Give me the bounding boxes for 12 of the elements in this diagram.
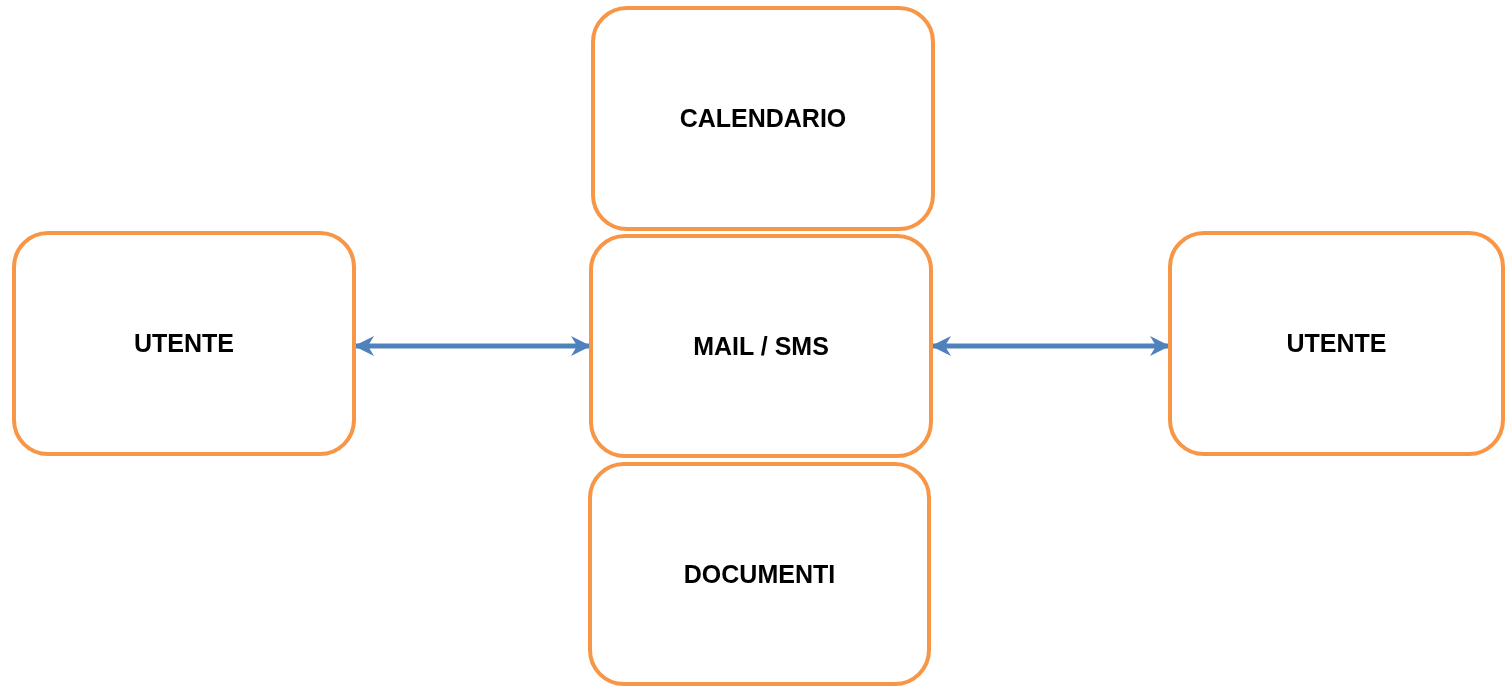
box-label: MAIL / SMS (693, 331, 829, 361)
process-box (589, 234, 933, 458)
process-box (588, 462, 931, 686)
double-arrow (931, 336, 1170, 356)
process-box (1168, 231, 1505, 456)
box-label: DOCUMENTI (683, 559, 836, 589)
process-box (12, 231, 356, 456)
process-box (591, 6, 935, 231)
box-label: CALENDARIO (679, 104, 847, 133)
box-label: UTENTE (134, 329, 234, 358)
double-arrow (354, 336, 591, 356)
box-label: UTENTE (1286, 329, 1387, 358)
